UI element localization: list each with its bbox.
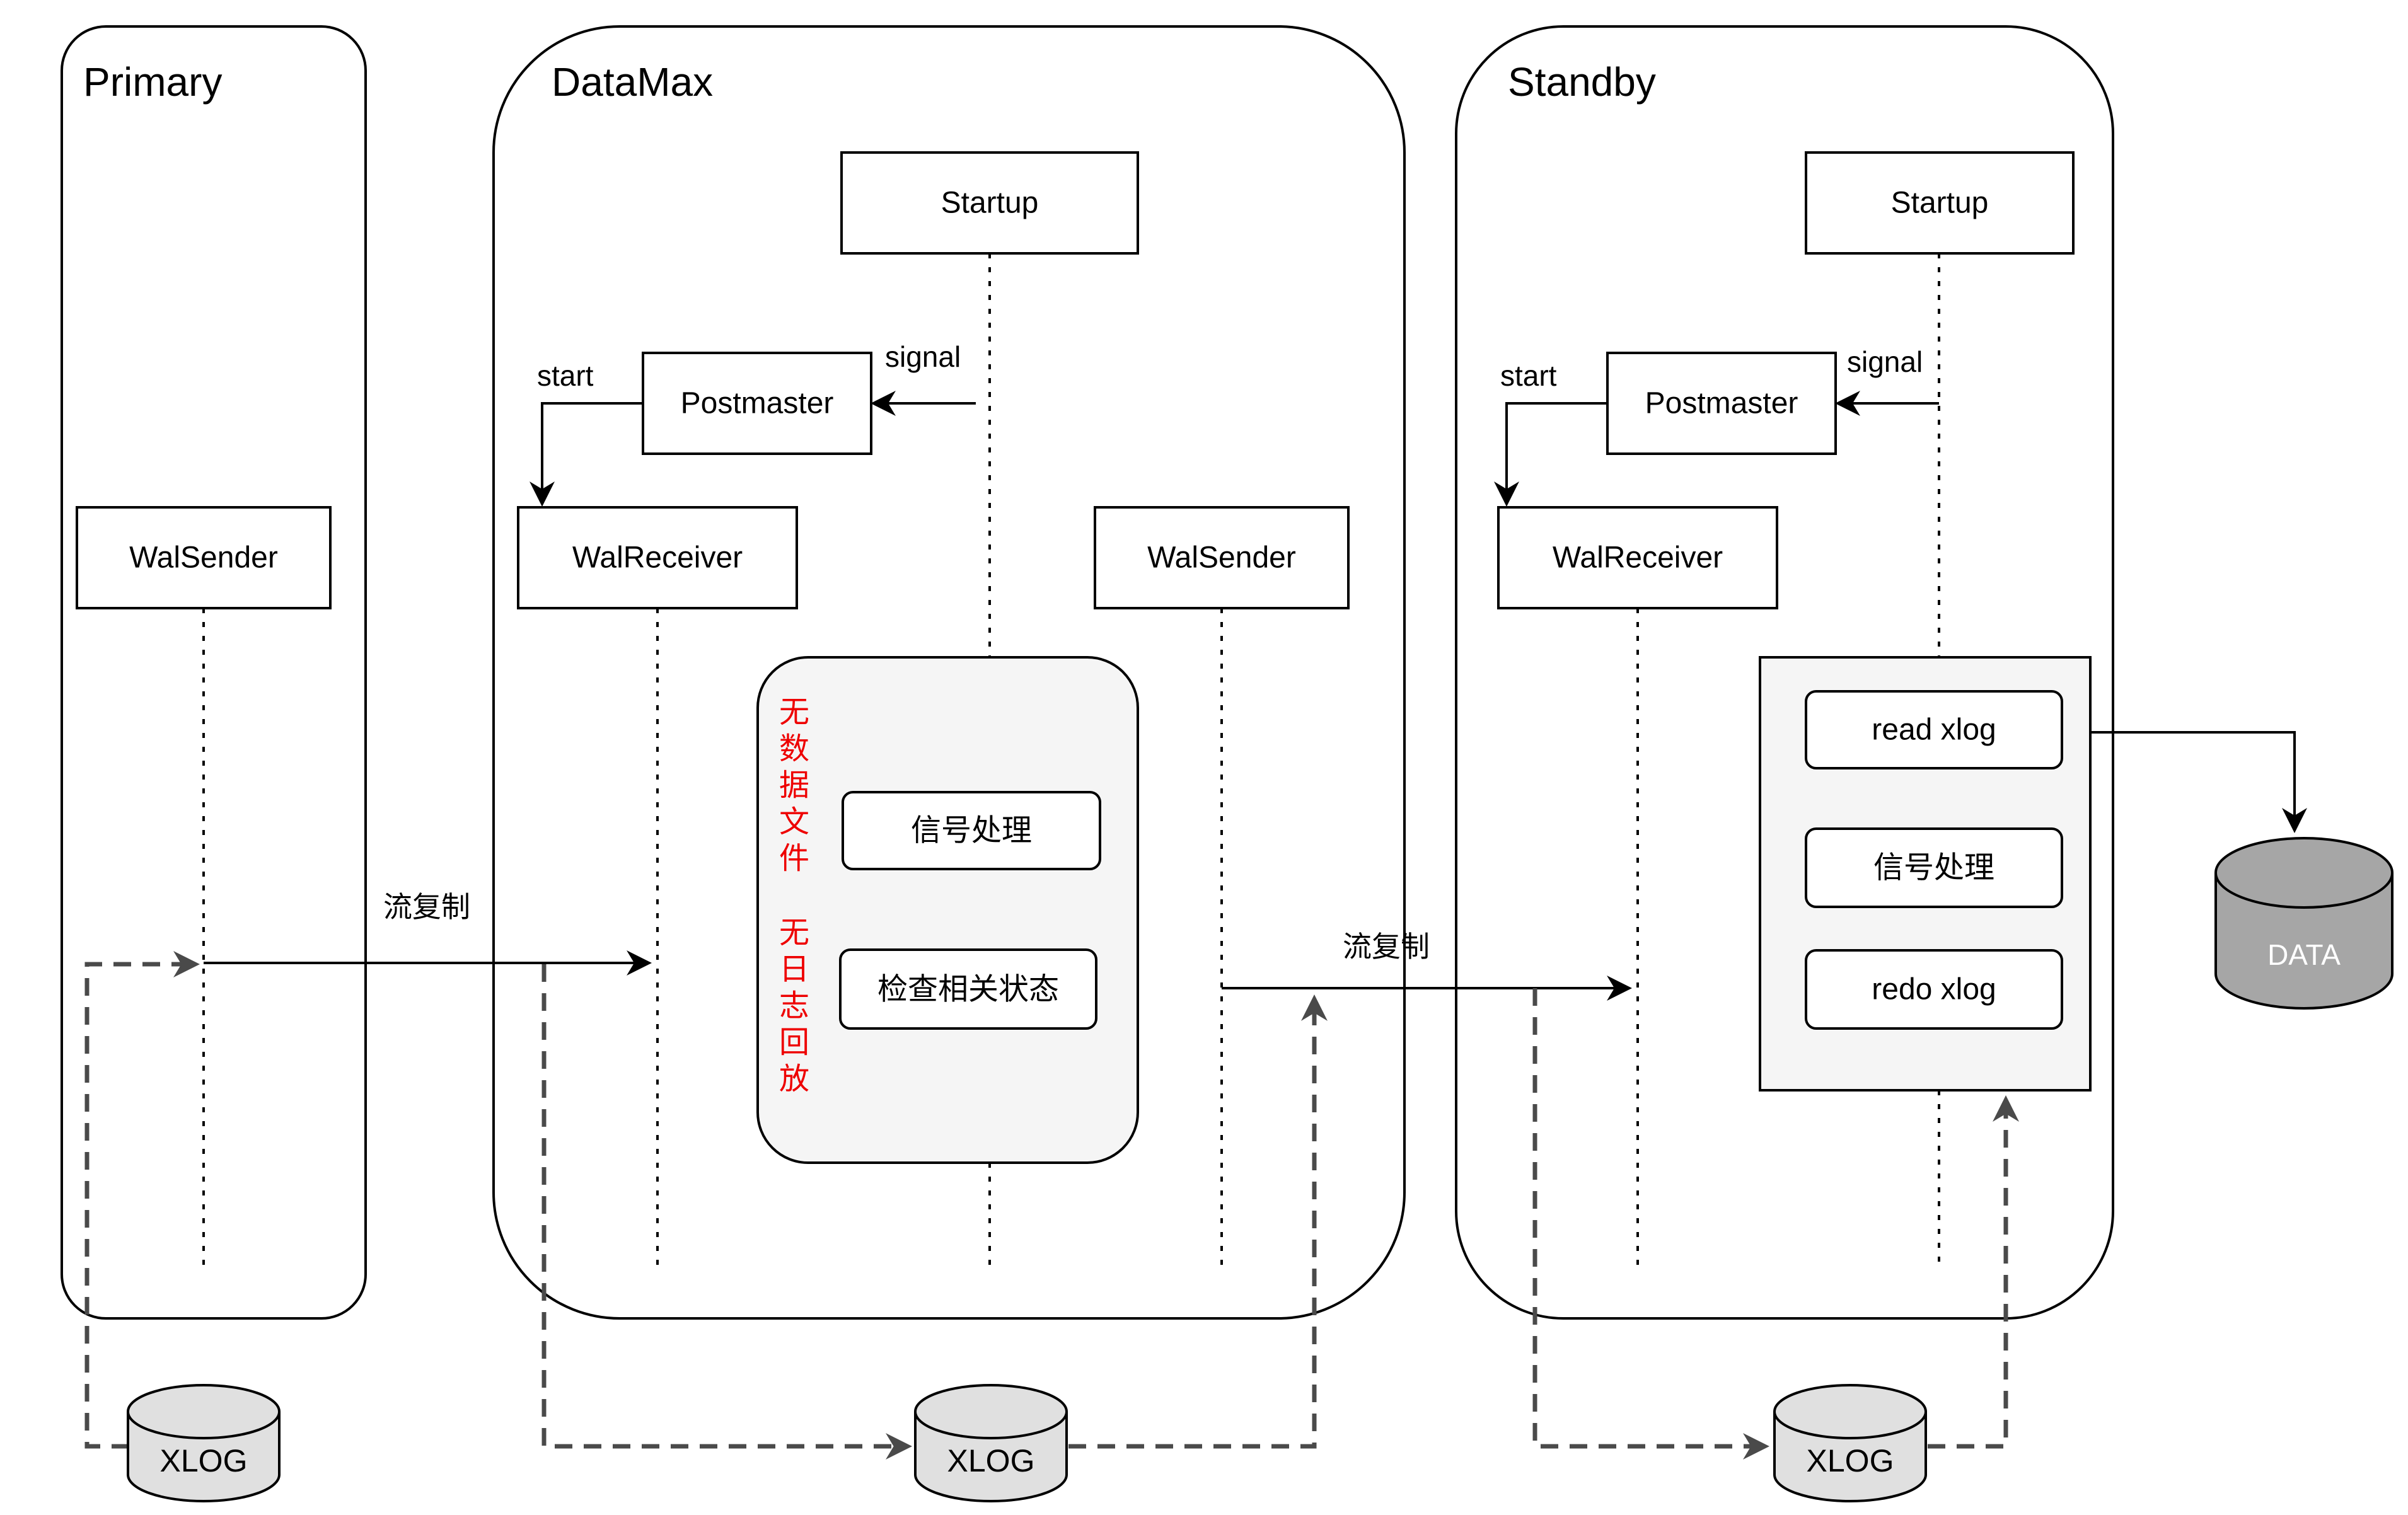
xlog-datamax-label: XLOG	[947, 1443, 1035, 1478]
datamax-red-note-2: 无 日 志 回 放	[779, 916, 809, 1096]
datamax-walreceiver-label: WalReceiver	[572, 541, 743, 575]
datamax-signal-label: signal	[885, 340, 961, 373]
datamax-walsender-label: WalSender	[1147, 541, 1296, 575]
note-char: 日	[779, 953, 809, 986]
data-label: DATA	[2267, 938, 2341, 971]
datamax-signal-handling-label: 信号处理	[911, 814, 1032, 848]
standby-receive-dashed-flow	[1532, 988, 1769, 1460]
xlog-database-primary: XLOG	[127, 1384, 281, 1502]
note-char: 无	[779, 916, 809, 950]
note-char: 放	[779, 1063, 809, 1096]
primary-walsender-box: WalSender	[76, 506, 332, 609]
datamax-title: DataMax	[552, 59, 713, 105]
datamax-red-note-1: 无 数 据 文 件	[779, 696, 809, 875]
replication-label-1: 流复制	[383, 890, 470, 923]
xlog-database-datamax: XLOG	[914, 1384, 1068, 1502]
note-char: 回	[779, 1026, 809, 1059]
datamax-startup-label: Startup	[941, 187, 1039, 220]
primary-title: Primary	[83, 59, 222, 105]
xlog-standby-label: XLOG	[1807, 1443, 1894, 1478]
standby-postmaster-label: Postmaster	[1645, 387, 1798, 420]
standby-signal-label: signal	[1847, 345, 1923, 378]
standby-read-xlog-box: read xlog	[1805, 690, 2063, 769]
datamax-postmaster-box: Postmaster	[642, 352, 872, 455]
datamax-walsender-box: WalSender	[1094, 506, 1350, 609]
primary-walsender-label: WalSender	[129, 541, 278, 575]
standby-walreceiver-label: WalReceiver	[1553, 541, 1723, 575]
datamax-send-dashed-flow	[1068, 994, 1328, 1449]
standby-title: Standby	[1508, 59, 1656, 105]
datamax-postmaster-label: Postmaster	[681, 387, 834, 420]
note-char: 数	[779, 732, 809, 766]
datamax-start-label: start	[537, 359, 594, 392]
panel-to-data-arrow	[2090, 731, 2307, 833]
datamax-startup-panel	[756, 656, 1139, 1164]
standby-redo-xlog-box: redo xlog	[1805, 949, 2063, 1030]
standby-postmaster-box: Postmaster	[1606, 352, 1837, 455]
datamax-signal-handling-box: 信号处理	[842, 791, 1101, 870]
replication-label-2: 流复制	[1343, 930, 1430, 963]
standby-redo-xlog-label: redo xlog	[1872, 973, 1996, 1006]
datamax-walreceiver-box: WalReceiver	[517, 506, 798, 609]
datamax-start-arrow	[530, 402, 643, 507]
standby-signal-handling-label: 信号处理	[1873, 851, 1994, 885]
note-char: 志	[779, 989, 809, 1023]
xlog-primary-label: XLOG	[160, 1443, 248, 1478]
datamax-receive-dashed-flow	[541, 964, 912, 1460]
note-char: 据	[779, 769, 809, 802]
datamax-check-status-label: 检查相关状态	[877, 973, 1059, 1006]
standby-signal-handling-box: 信号处理	[1805, 827, 2063, 908]
primary-container	[61, 25, 367, 1320]
standby-startup-label: Startup	[1891, 187, 1989, 220]
note-char: 文	[779, 805, 809, 839]
xlog-database-standby: XLOG	[1773, 1384, 1927, 1502]
standby-start-label: start	[1500, 359, 1557, 392]
standby-start-arrow	[1494, 402, 1607, 507]
data-database: DATA	[2214, 837, 2394, 1010]
note-char: 件	[779, 842, 809, 875]
standby-read-xlog-label: read xlog	[1872, 713, 1996, 747]
datamax-startup-box: Startup	[840, 151, 1139, 255]
standby-startup-box: Startup	[1805, 151, 2075, 255]
datamax-check-status-box: 检查相关状态	[839, 948, 1097, 1030]
lifelines	[202, 253, 1940, 1267]
note-char: 无	[779, 696, 809, 729]
standby-walreceiver-box: WalReceiver	[1497, 506, 1778, 609]
